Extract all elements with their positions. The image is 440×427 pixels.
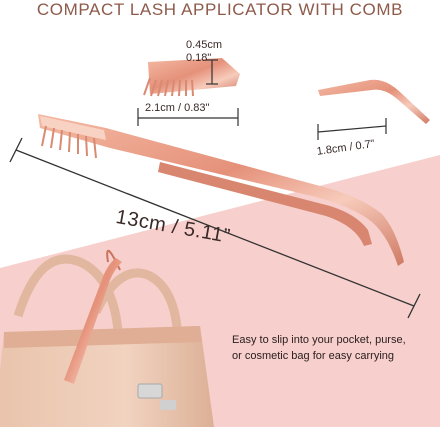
portability-caption: Easy to slip into your pocket, purse, or… (232, 332, 432, 364)
comb-head-image (143, 58, 240, 97)
handbag-image (0, 249, 214, 427)
head-width-in-label: 0.18" (186, 52, 212, 64)
caption-line-1: Easy to slip into your pocket, purse, (232, 334, 406, 346)
headline: COMPACT LASH APPLICATOR WITH COMB (36, 0, 404, 19)
caption-line-2: or cosmetic bag for easy carrying (232, 350, 395, 362)
lash-applicator-image (38, 114, 404, 266)
curved-tip-image (318, 79, 430, 124)
head-width-cm-label: 0.45cm (186, 39, 223, 51)
comb-length-label: 2.1cm / 0.83" (145, 102, 210, 114)
